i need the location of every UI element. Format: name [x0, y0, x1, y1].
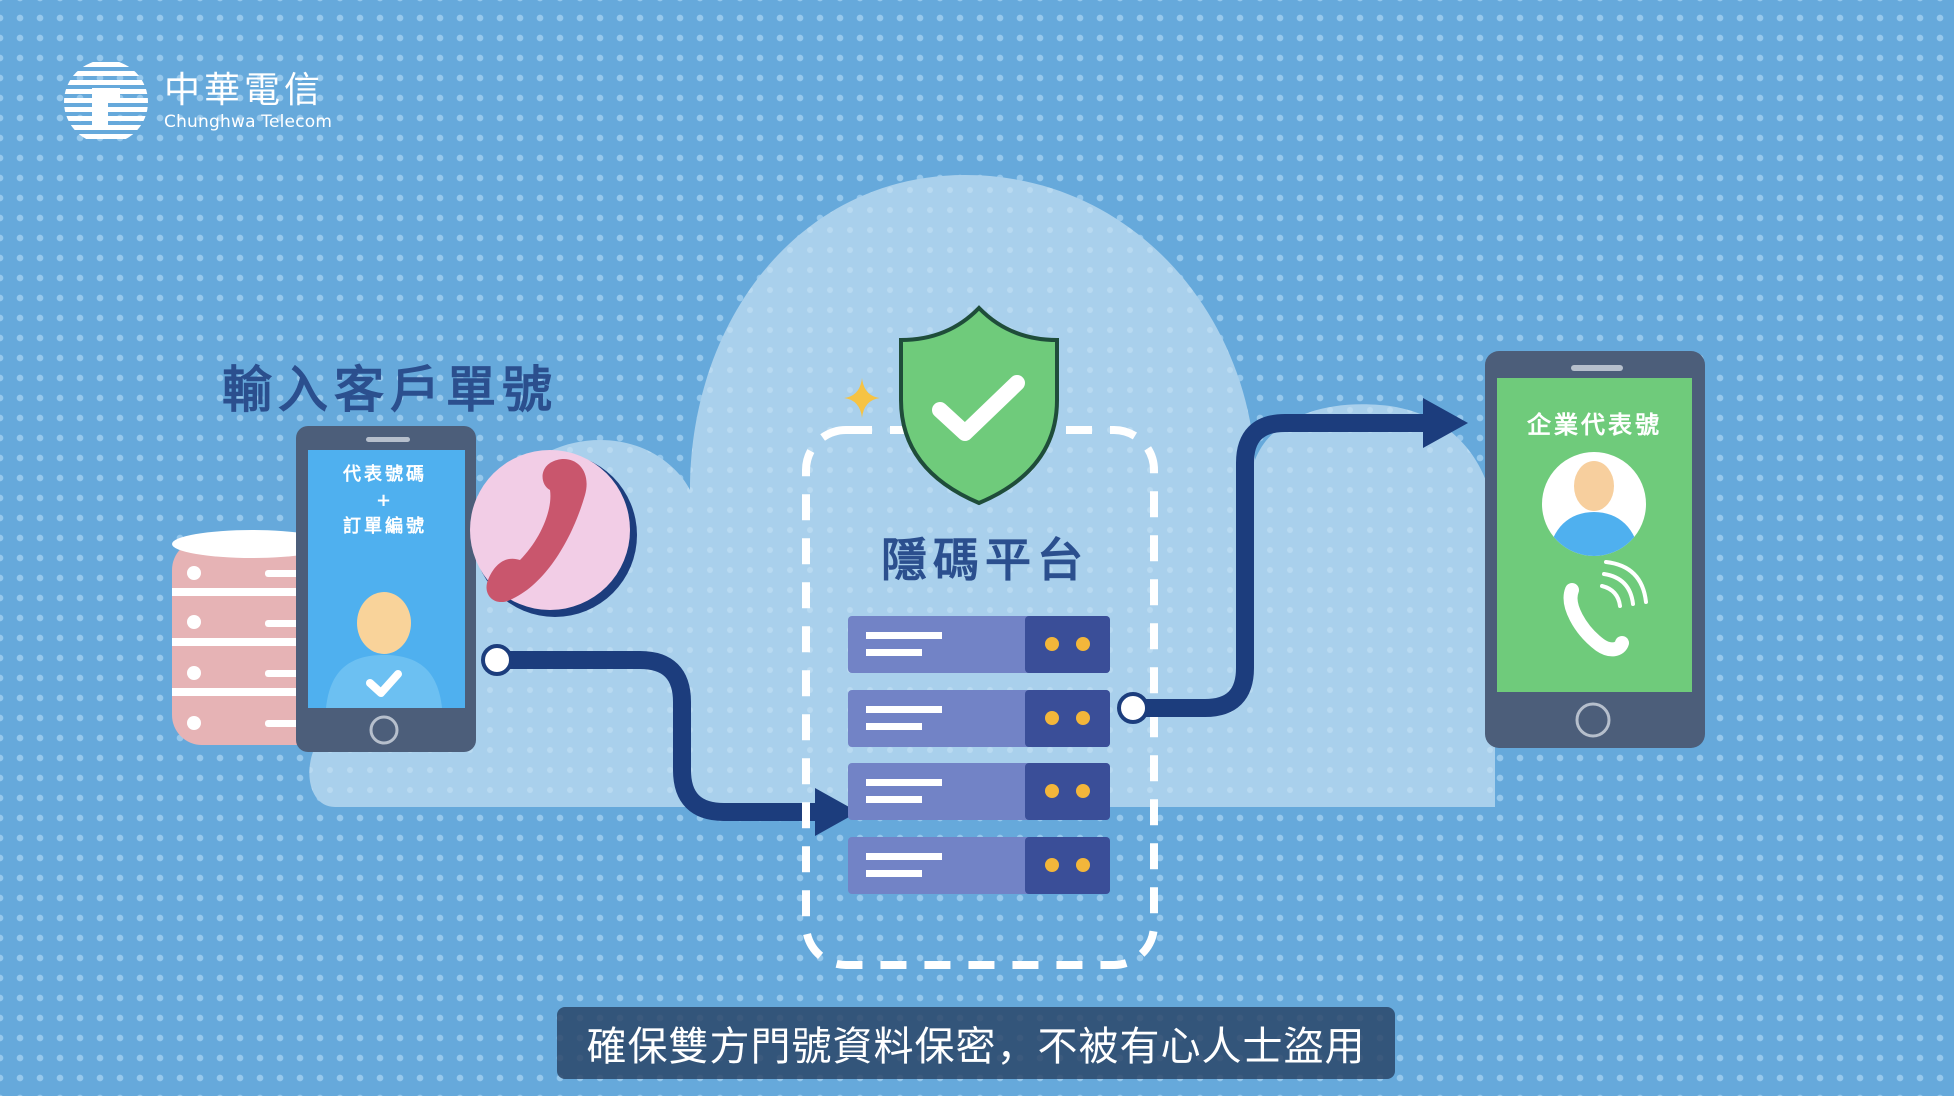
- enterprise-phone-title: 企業代表號: [1527, 411, 1662, 439]
- flow-arrow-to-platform: [481, 644, 858, 836]
- server-unit: [848, 690, 1110, 747]
- video-subtitle: 確保雙方門號資料保密，不被有心人士盜用: [557, 1007, 1395, 1079]
- server-stack-icon: [848, 616, 1110, 894]
- chunghwa-telecom-logo-icon: [64, 62, 148, 139]
- input-order-title: 輸入客戶單號: [222, 361, 558, 419]
- screen-line-2: +: [375, 490, 395, 511]
- brand-logo: 中華電信 Chunghwa Telecom: [62, 58, 332, 146]
- flow-arrow-to-enterprise: [1117, 398, 1468, 724]
- enterprise-phone: [1485, 351, 1705, 748]
- server-unit: [848, 616, 1110, 673]
- user-avatar-icon: [1542, 452, 1646, 556]
- phone-handset-icon: [470, 450, 637, 617]
- platform-title: 隱碼平台: [881, 533, 1089, 587]
- sparkle-icon: [844, 378, 880, 418]
- phone-ringing-icon: [1563, 560, 1648, 657]
- customer-phone: [296, 426, 476, 752]
- customer-phone-screen-text: 代表號碼 + 訂單編號: [310, 462, 460, 540]
- server-unit: [848, 837, 1110, 894]
- brand-name-en: Chunghwa Telecom: [164, 112, 333, 132]
- shield-check-icon: [899, 305, 1059, 506]
- user-verified-icon: [326, 592, 442, 708]
- cloud-dots: [309, 175, 1495, 807]
- brand-name-zh: 中華電信: [164, 70, 325, 111]
- server-unit: [848, 763, 1110, 820]
- screen-line-1: 代表號碼: [343, 464, 427, 485]
- screen-line-3: 訂單編號: [343, 516, 427, 537]
